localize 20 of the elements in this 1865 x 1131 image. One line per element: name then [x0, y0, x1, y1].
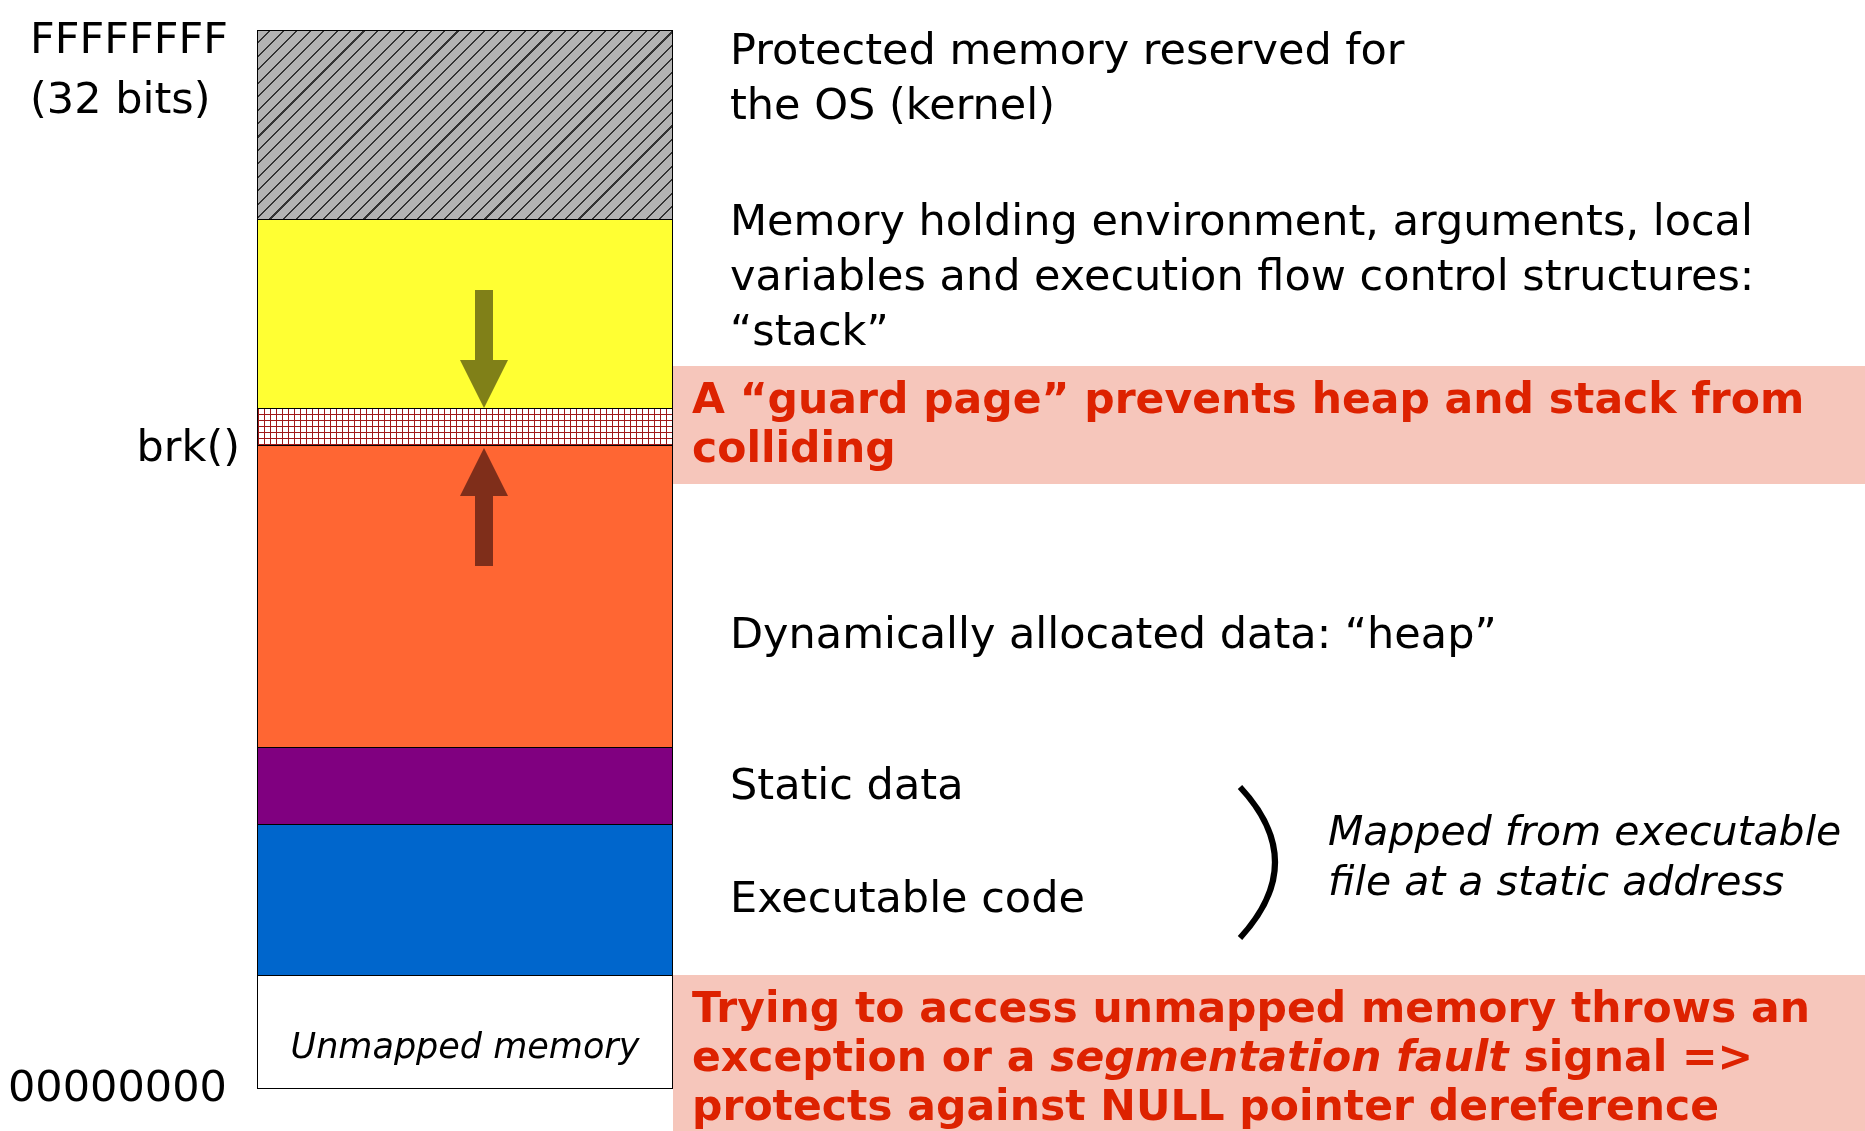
segment-description: Executable code: [730, 871, 1086, 923]
callout-text: A “guard page” prevents heap and stack from colliding: [692, 374, 1806, 472]
address-label: 00000000: [8, 1060, 228, 1112]
address-label: brk(): [135, 420, 240, 472]
segment-description: Protected memory reserved for the OS (kernel): [730, 23, 1406, 131]
callout-band: [673, 366, 1865, 484]
address-label: FFFFFFFF (32 bits): [30, 12, 229, 125]
code-segment: [257, 824, 673, 976]
kernel-memory-segment: [257, 30, 673, 220]
segment-label: Unmapped memory: [290, 1026, 640, 1066]
segment-description: Dynamically allocated data: “heap”: [730, 607, 1498, 659]
note-text: Mapped from executable file at a static address: [1328, 806, 1843, 906]
segment-description: Static data: [730, 758, 965, 810]
unmapped-memory-segment: [257, 975, 673, 1089]
guard-page-segment: [257, 408, 673, 446]
callout-text: Trying to access unmapped memory throws an exception or a segmentation fault signal => protects against NULL pointer dereference: [692, 983, 1812, 1130]
heap-segment: [257, 445, 673, 748]
static-data-segment: [257, 747, 673, 825]
stack-segment: [257, 219, 673, 409]
segment-description: Memory holding environment, arguments, local variables and execution flow control structures: “stack”: [730, 194, 1756, 357]
